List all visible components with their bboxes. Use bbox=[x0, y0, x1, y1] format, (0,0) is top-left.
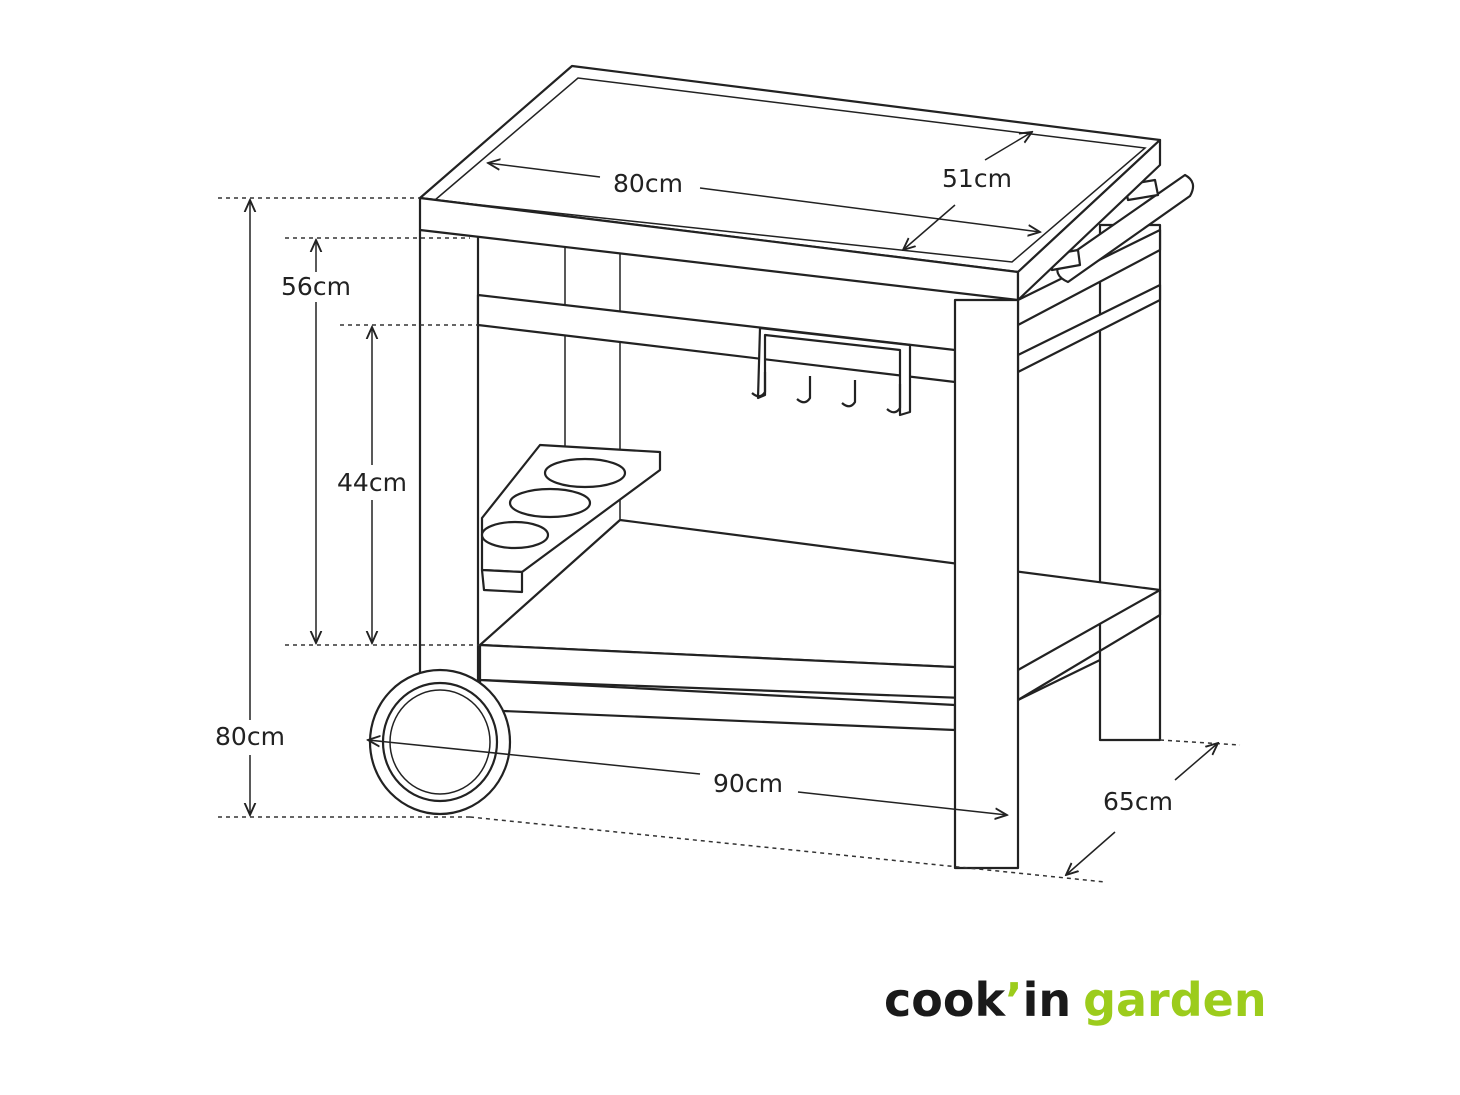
dimension-guides bbox=[218, 197, 1241, 883]
bottom-shelf bbox=[478, 518, 1162, 732]
front-left-leg bbox=[418, 228, 480, 732]
wheel bbox=[368, 668, 512, 816]
shelf-height-label: 44cm bbox=[337, 468, 407, 497]
front-right-leg bbox=[953, 298, 1020, 870]
logo-word-in: in bbox=[1023, 973, 1072, 1027]
total-width-label: 90cm bbox=[713, 769, 783, 798]
dimension-arrows bbox=[250, 132, 1218, 875]
logo-word-garden: garden bbox=[1083, 973, 1267, 1027]
logo-apostrophe: ’ bbox=[1005, 973, 1022, 1027]
bottle-holder bbox=[480, 443, 662, 594]
table-top bbox=[418, 64, 1162, 302]
total-height-label: 80cm bbox=[215, 722, 285, 751]
total-depth-label: 65cm bbox=[1103, 787, 1173, 816]
logo-word-cook: cook bbox=[884, 973, 1006, 1027]
top-depth-label: 51cm bbox=[942, 164, 1012, 193]
rail-height-label: 56cm bbox=[281, 272, 351, 301]
top-width-label: 80cm bbox=[613, 169, 683, 198]
tool-rail bbox=[476, 293, 957, 417]
